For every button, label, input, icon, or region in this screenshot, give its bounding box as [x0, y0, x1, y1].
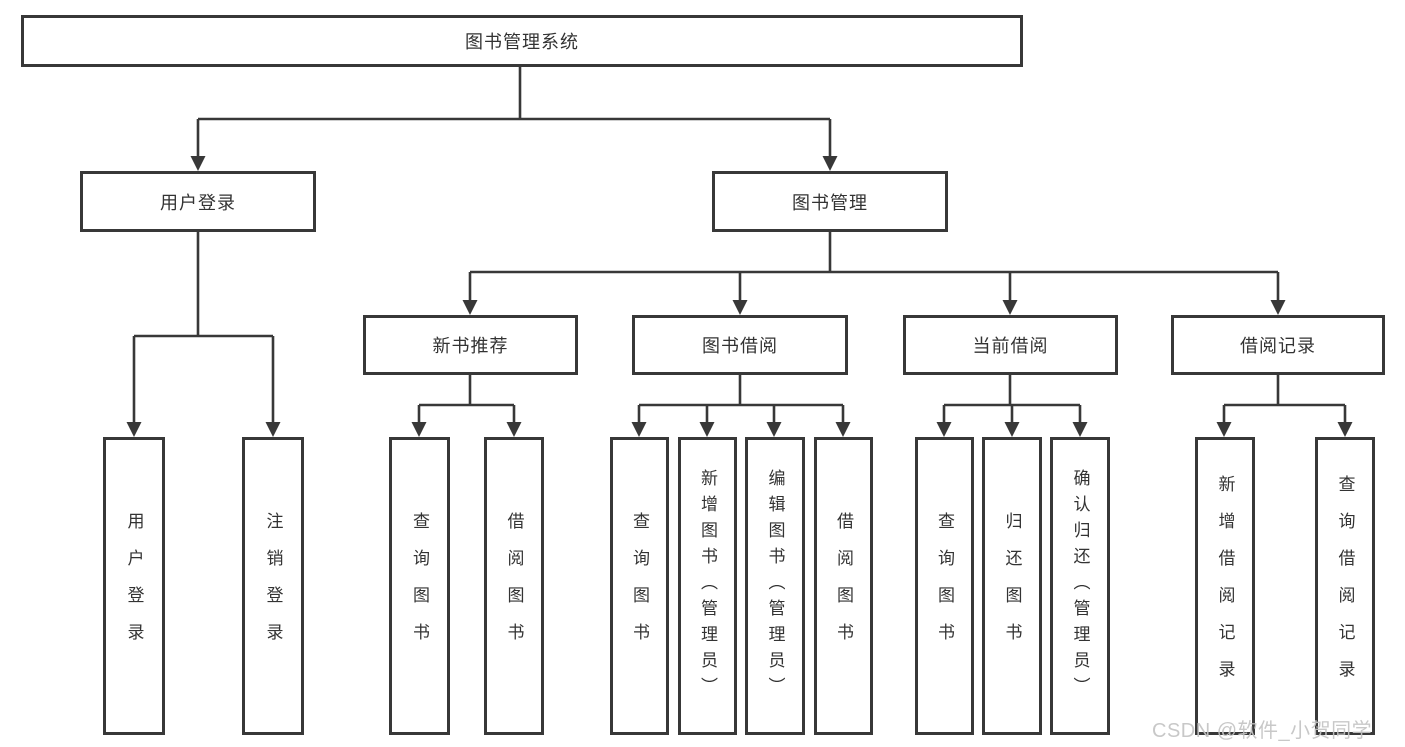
connector-user-login	[126, 232, 281, 437]
node-label: 新书推荐	[432, 336, 509, 356]
leaf-label: 注销登录	[263, 512, 283, 660]
node-new-book-recommendation: 新书推荐	[363, 315, 578, 375]
leaf-label: 借阅图书	[834, 512, 853, 660]
connector-current-borrowing	[936, 375, 1088, 437]
leaf-label: 用户登录	[124, 512, 144, 660]
node-book-management: 图书管理	[712, 171, 948, 232]
node-book-borrowing: 图书借阅	[632, 315, 848, 375]
leaf-borrowing-add-book-admin: 新增图书（管理员）	[678, 437, 737, 735]
leaf-records-add-borrow-record: 新增借阅记录	[1195, 437, 1255, 735]
leaf-records-query-borrow-record: 查询借阅记录	[1315, 437, 1375, 735]
leaf-label: 查询图书	[630, 512, 649, 660]
leaf-current-confirm-return-admin: 确认归还（管理员）	[1050, 437, 1110, 735]
leaf-logout-login: 注销登录	[242, 437, 304, 735]
leaf-label: 确认归还（管理员）	[1070, 469, 1090, 703]
node-label: 图书管理系统	[465, 32, 579, 52]
leaf-newbooks-query-book: 查询图书	[389, 437, 450, 735]
leaf-borrowing-borrow-book: 借阅图书	[814, 437, 873, 735]
leaf-label: 查询图书	[935, 512, 954, 660]
leaf-label: 编辑图书（管理员）	[765, 469, 785, 703]
leaf-borrowing-edit-book-admin: 编辑图书（管理员）	[745, 437, 805, 735]
leaf-label: 查询图书	[410, 512, 429, 660]
leaf-label: 借阅图书	[504, 512, 524, 660]
node-current-borrowing: 当前借阅	[903, 315, 1118, 375]
leaf-label: 查询借阅记录	[1335, 475, 1355, 697]
leaf-newbooks-borrow-book: 借阅图书	[484, 437, 544, 735]
node-borrowing-records: 借阅记录	[1171, 315, 1385, 375]
node-root: 图书管理系统	[21, 15, 1023, 67]
connector-new-book-recommendation	[411, 375, 522, 437]
connector-borrowing-records	[1216, 375, 1353, 437]
node-label: 当前借阅	[972, 336, 1049, 356]
node-label: 图书借阅	[702, 336, 778, 356]
connector-book-management	[462, 232, 1286, 315]
leaf-current-query-book: 查询图书	[915, 437, 974, 735]
connector-book-borrowing	[631, 375, 851, 437]
leaf-label: 新增借阅记录	[1215, 475, 1235, 697]
watermark: CSDN @软件_小贺同学	[1152, 720, 1373, 742]
node-label: 借阅记录	[1240, 336, 1316, 356]
node-user-login: 用户登录	[80, 171, 316, 232]
leaf-label: 新增图书（管理员）	[698, 469, 717, 703]
node-label: 用户登录	[160, 192, 236, 213]
leaf-current-return-book: 归还图书	[982, 437, 1042, 735]
leaf-label: 归还图书	[1002, 512, 1022, 660]
connector-root	[190, 67, 838, 171]
leaf-borrowing-query-book: 查询图书	[610, 437, 669, 735]
node-label: 图书管理	[792, 192, 868, 213]
leaf-user-login: 用户登录	[103, 437, 165, 735]
